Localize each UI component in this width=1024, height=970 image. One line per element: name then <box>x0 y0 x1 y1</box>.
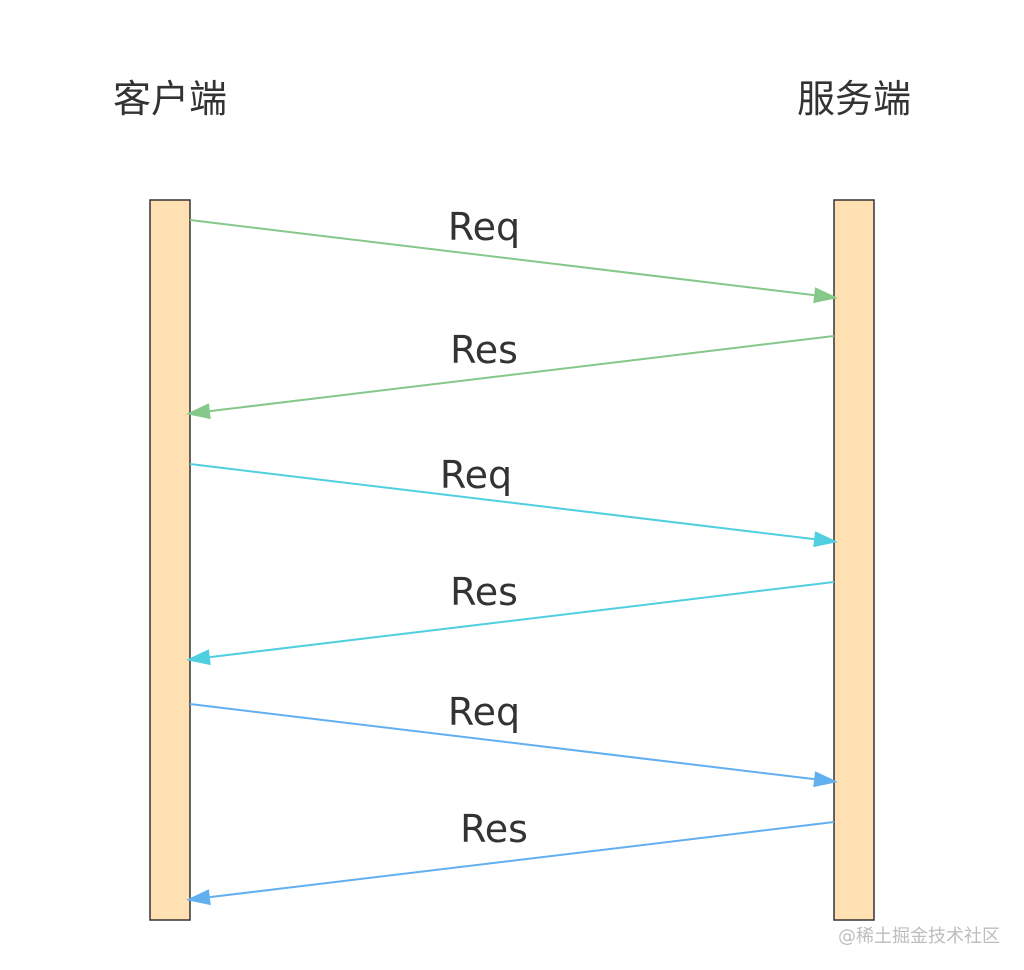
message-arrow-head <box>813 287 838 304</box>
message-arrow-line <box>189 703 815 781</box>
message-arrow-line <box>209 821 835 899</box>
watermark-text: @稀土掘金技术社区 <box>838 926 1000 947</box>
message-label: Res <box>460 807 528 851</box>
message-arrow-head <box>813 531 838 548</box>
message-arrow-line <box>189 463 815 541</box>
message-arrow-head <box>186 403 211 420</box>
server-lifeline <box>833 199 875 921</box>
message-label: Res <box>450 328 518 372</box>
message-label: Res <box>450 570 518 614</box>
message-arrow-line <box>189 219 815 297</box>
client-label: 客户端 <box>113 77 227 121</box>
client-lifeline <box>149 199 191 921</box>
server-label: 服务端 <box>797 77 911 121</box>
message-arrow-line <box>209 581 835 659</box>
message-arrow-head <box>813 771 838 788</box>
message-arrow-head <box>186 649 211 666</box>
message-arrow-head <box>186 889 211 906</box>
message-label: Req <box>440 453 512 497</box>
message-label: Req <box>448 690 520 734</box>
message-label: Req <box>448 205 520 249</box>
message-arrow-line <box>209 335 835 413</box>
